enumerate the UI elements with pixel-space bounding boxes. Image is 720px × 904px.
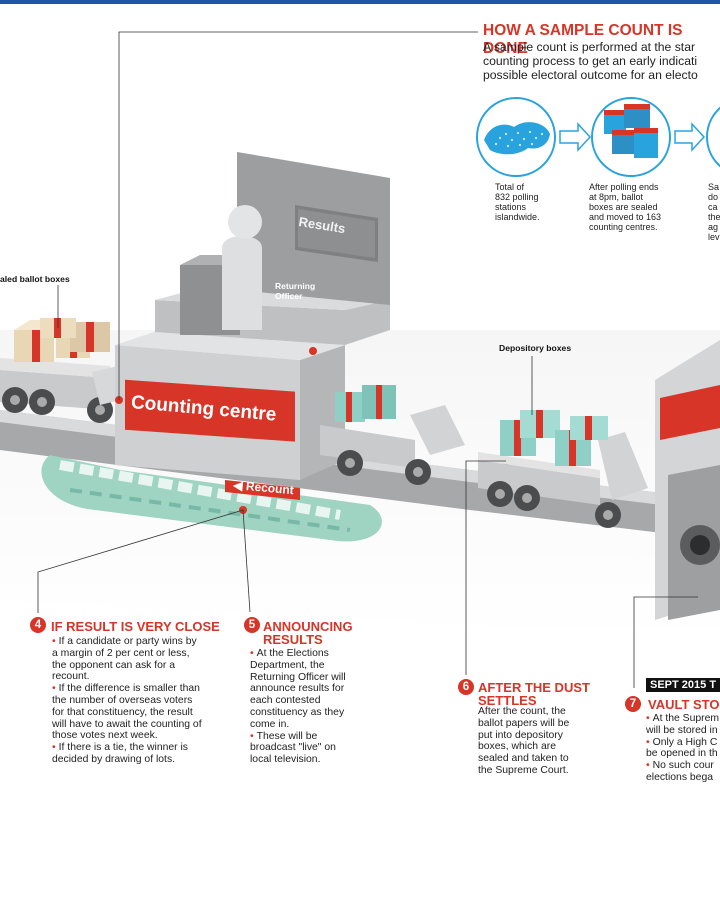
results-board bbox=[237, 152, 390, 305]
step-number-4: 4 bbox=[30, 617, 46, 633]
vault-building bbox=[655, 340, 720, 620]
s5-leader bbox=[242, 509, 251, 613]
sample-step-2: After polling ends at 8pm, ballot boxes … bbox=[589, 182, 662, 232]
counting-centre-building bbox=[115, 288, 390, 500]
step-number-7: 7 bbox=[625, 696, 641, 712]
top-rule bbox=[0, 0, 720, 4]
s6-leader bbox=[465, 460, 506, 675]
arrow-right-icon bbox=[674, 122, 706, 152]
s6-title: AFTER THE DUST SETTLES bbox=[478, 680, 590, 708]
returning-officer-figure bbox=[180, 205, 262, 335]
next-step-icon bbox=[706, 106, 720, 168]
step-number-5: 5 bbox=[244, 617, 260, 633]
s5-body: At the Elections Department, the Returni… bbox=[250, 648, 346, 766]
sample-step-1: Total of 832 polling stations islandwide… bbox=[495, 182, 540, 222]
ballot-boxes-icon bbox=[591, 97, 671, 177]
sample-count-leader bbox=[118, 31, 478, 400]
s7-body: At the Suprem will be stored in Only a H… bbox=[646, 713, 719, 784]
sealed-ballot-boxes-label: aled ballot boxes bbox=[0, 274, 70, 284]
sample-count-title: HOW A SAMPLE COUNT IS DONE bbox=[483, 22, 683, 57]
depository-boxes bbox=[500, 410, 608, 466]
truck-right bbox=[478, 432, 648, 528]
step-number-6: 6 bbox=[458, 679, 474, 695]
s6-body: After the count, the ballot papers will … bbox=[478, 706, 570, 776]
sample-step-3: Sa do ca the ag lev bbox=[708, 182, 720, 242]
recount-arrow-icon: ◀ bbox=[232, 478, 244, 493]
recount-belt bbox=[41, 455, 382, 542]
sample-count-line: possible electoral outcome for an electo bbox=[483, 68, 698, 82]
returning-officer-label: Returning Officer bbox=[275, 281, 315, 301]
arrow-right-icon bbox=[559, 122, 592, 152]
sample-count-line: A sample count is performed at the star bbox=[483, 40, 696, 54]
truck-middle bbox=[320, 385, 465, 485]
leader-lines bbox=[37, 31, 698, 688]
s7-leader bbox=[633, 596, 698, 688]
sample-count-intro: A sample count is performed at the star … bbox=[483, 40, 698, 82]
s4-body: If a candidate or party wins by a margin… bbox=[52, 636, 202, 766]
depository-boxes-label: Depository boxes bbox=[499, 343, 572, 353]
singapore-map-icon bbox=[476, 97, 556, 177]
s5-title: ANNOUNCING RESULTS bbox=[263, 619, 353, 647]
s4-title: IF RESULT IS VERY CLOSE bbox=[51, 619, 220, 634]
marker-officer bbox=[309, 347, 317, 355]
s7-date-tag: SEPT 2015 T bbox=[646, 678, 720, 692]
s4-leader bbox=[37, 509, 244, 613]
sample-count-line: counting process to get an early indicat… bbox=[483, 54, 698, 68]
returning-officer-label-line: Returning bbox=[275, 281, 316, 291]
returning-officer-label-line: Officer bbox=[275, 291, 303, 301]
s7-title: VAULT STOR bbox=[648, 697, 720, 712]
